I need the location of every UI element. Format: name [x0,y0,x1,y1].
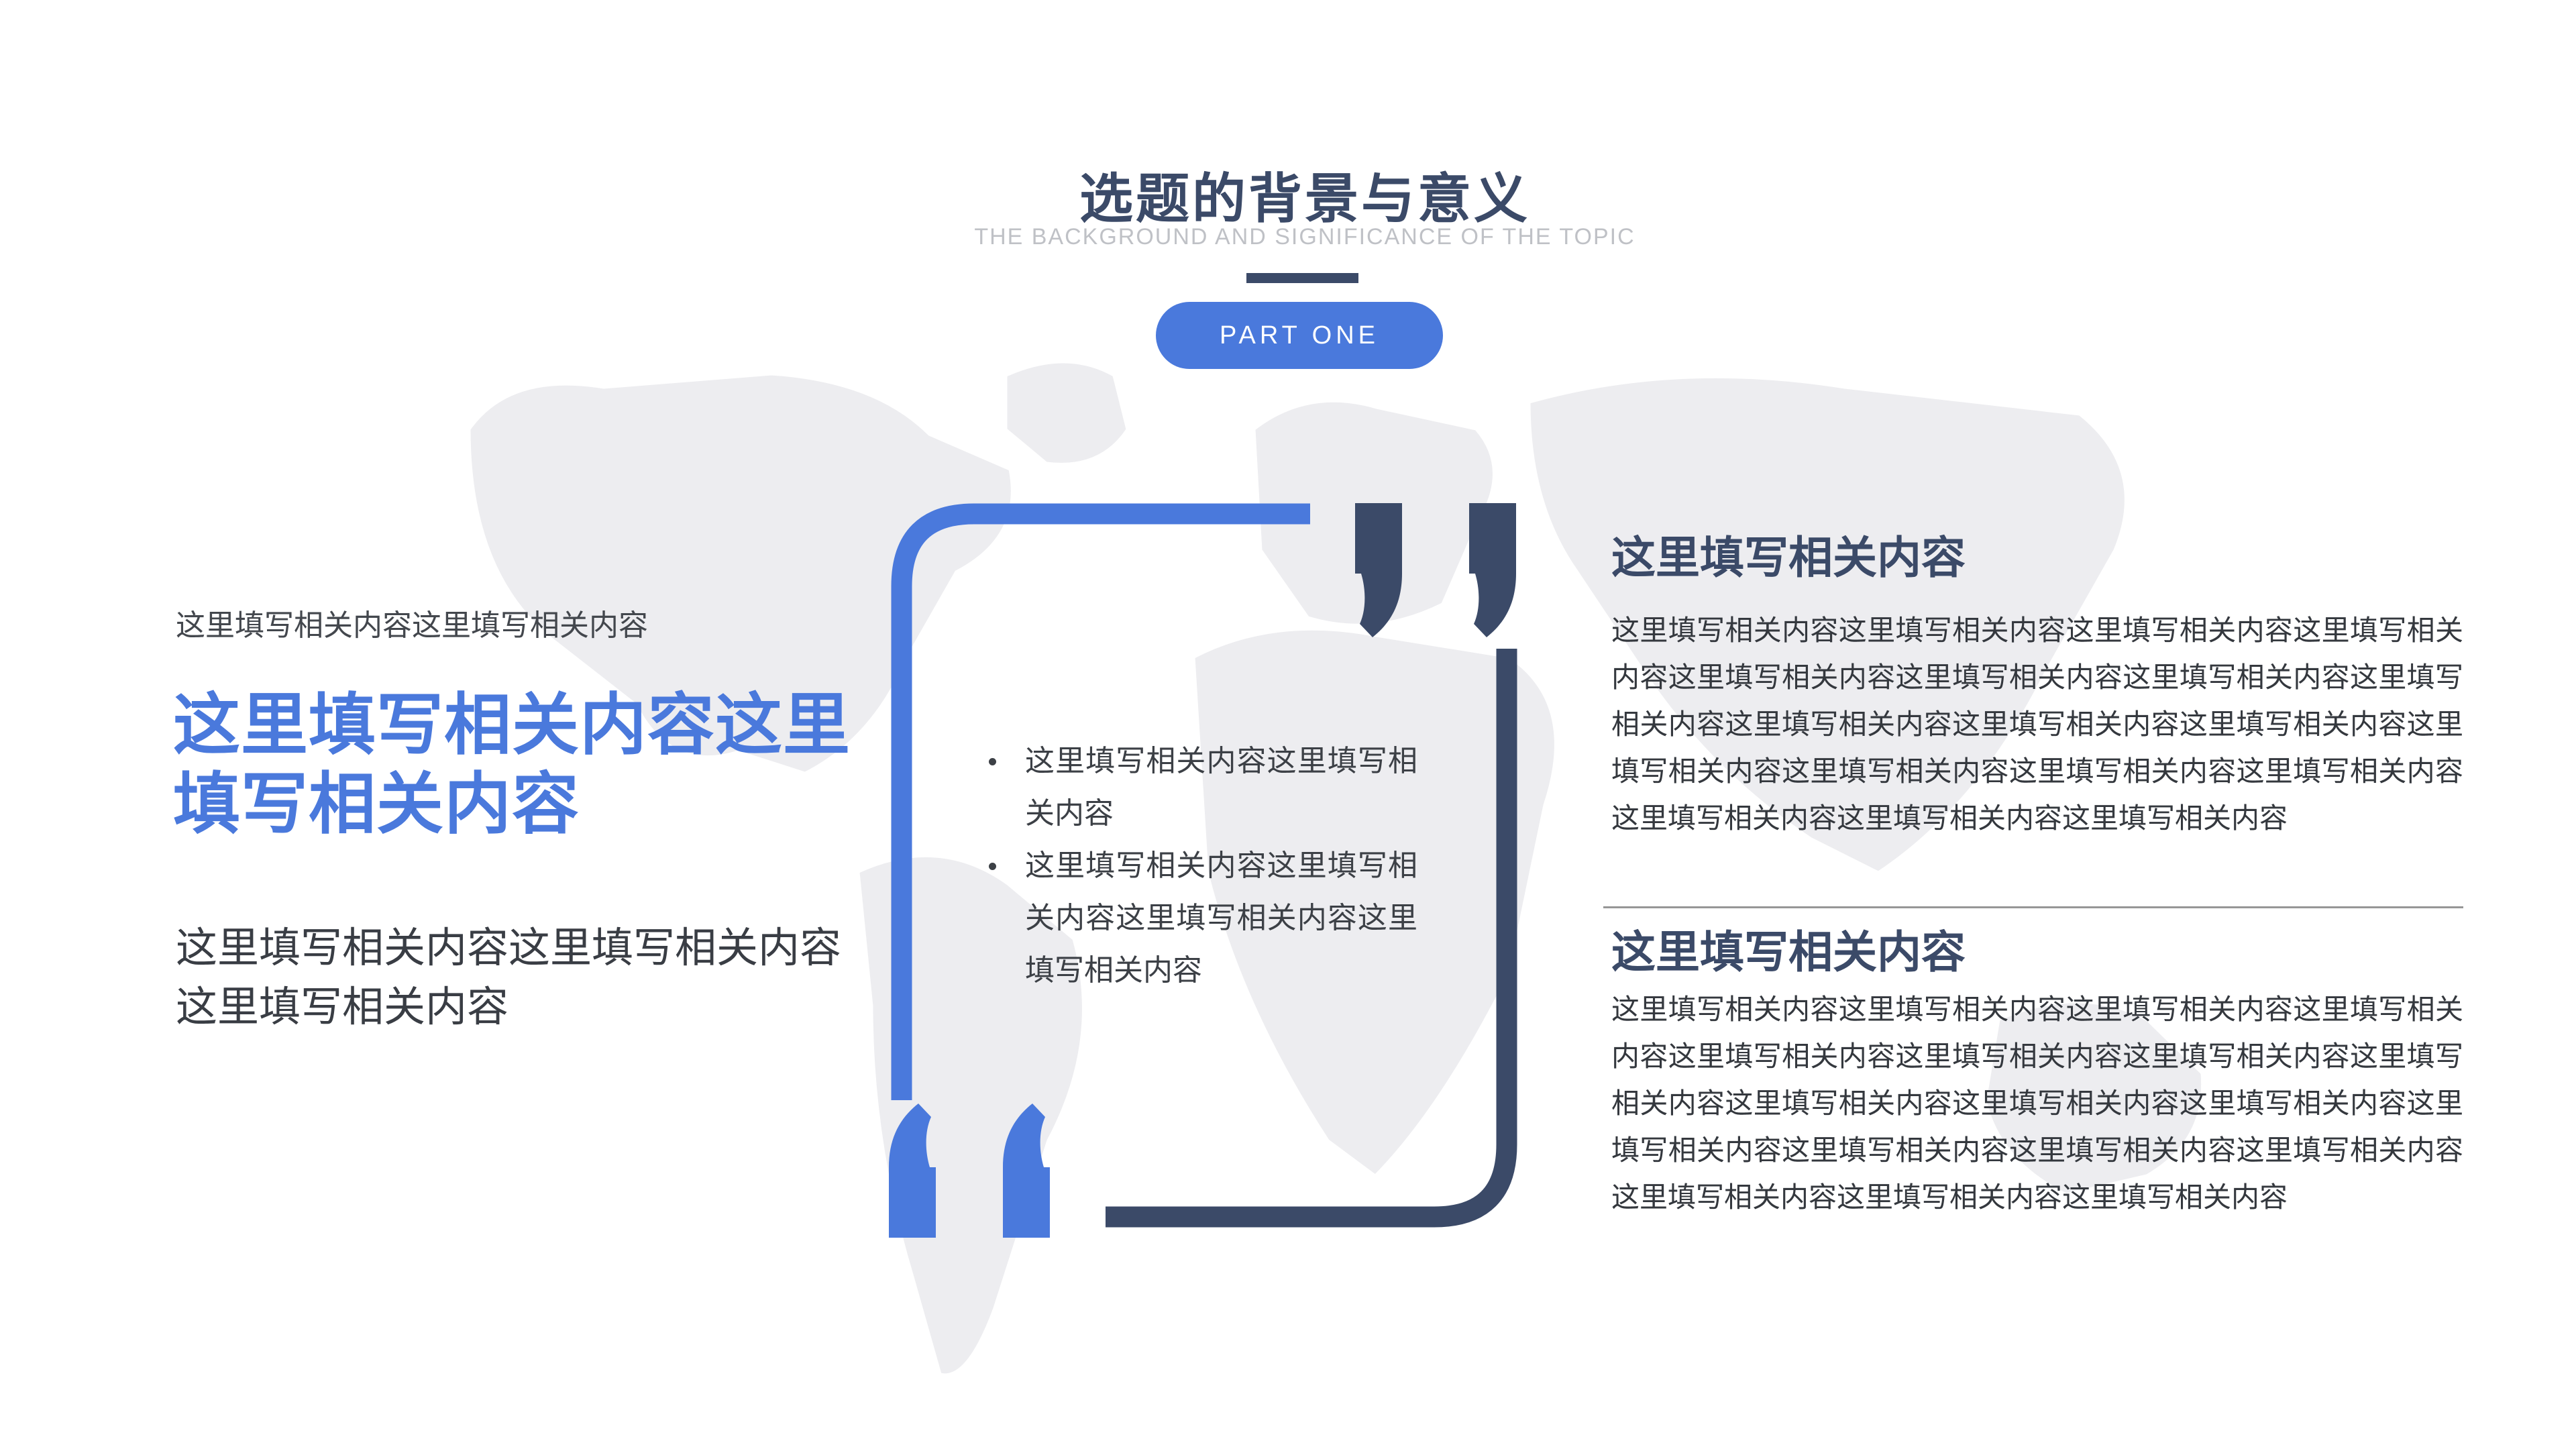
page-subtitle: THE BACKGROUND AND SIGNIFICANCE OF THE T… [974,224,1635,250]
quote-bullet-item: 这里填写相关内容这里填写相关内容 [971,735,1417,840]
left-body-text: 这里填写相关内容这里填写相关内容这里填写相关内容 [176,925,842,1030]
right-section-1-body: 这里填写相关内容这里填写相关内容这里填写相关内容这里填写相关内容这里填写相关内容… [1611,614,2463,834]
quote-bullet-item: 这里填写相关内容这里填写相关内容这里填写相关内容这里填写相关内容 [971,840,1417,997]
left-intro-text: 这里填写相关内容这里填写相关内容 [176,609,648,642]
right-section-2-heading: 这里填写相关内容 [1611,927,1966,977]
quote-frame-navy-stroke [1106,649,1517,1228]
quote-frame-blue-stroke [891,503,1310,1100]
title-accent-bar [1246,273,1358,283]
section-divider-line [1603,906,2463,908]
open-quote-icon [889,1104,1050,1238]
close-quote-icon [1355,503,1516,637]
right-section-1-heading: 这里填写相关内容 [1611,533,1966,582]
quote-bullet-list: 这里填写相关内容这里填写相关内容 这里填写相关内容这里填写相关内容这里填写相关内… [971,735,1417,997]
right-section-2-body: 这里填写相关内容这里填写相关内容这里填写相关内容这里填写相关内容这里填写相关内容… [1611,994,2463,1213]
part-one-label: PART ONE [1219,321,1380,350]
left-headline: 这里填写相关内容这里填写相关内容 [173,688,851,842]
part-one-badge: PART ONE [1156,302,1443,369]
page-title: 选题的背景与意义 [1079,169,1530,229]
